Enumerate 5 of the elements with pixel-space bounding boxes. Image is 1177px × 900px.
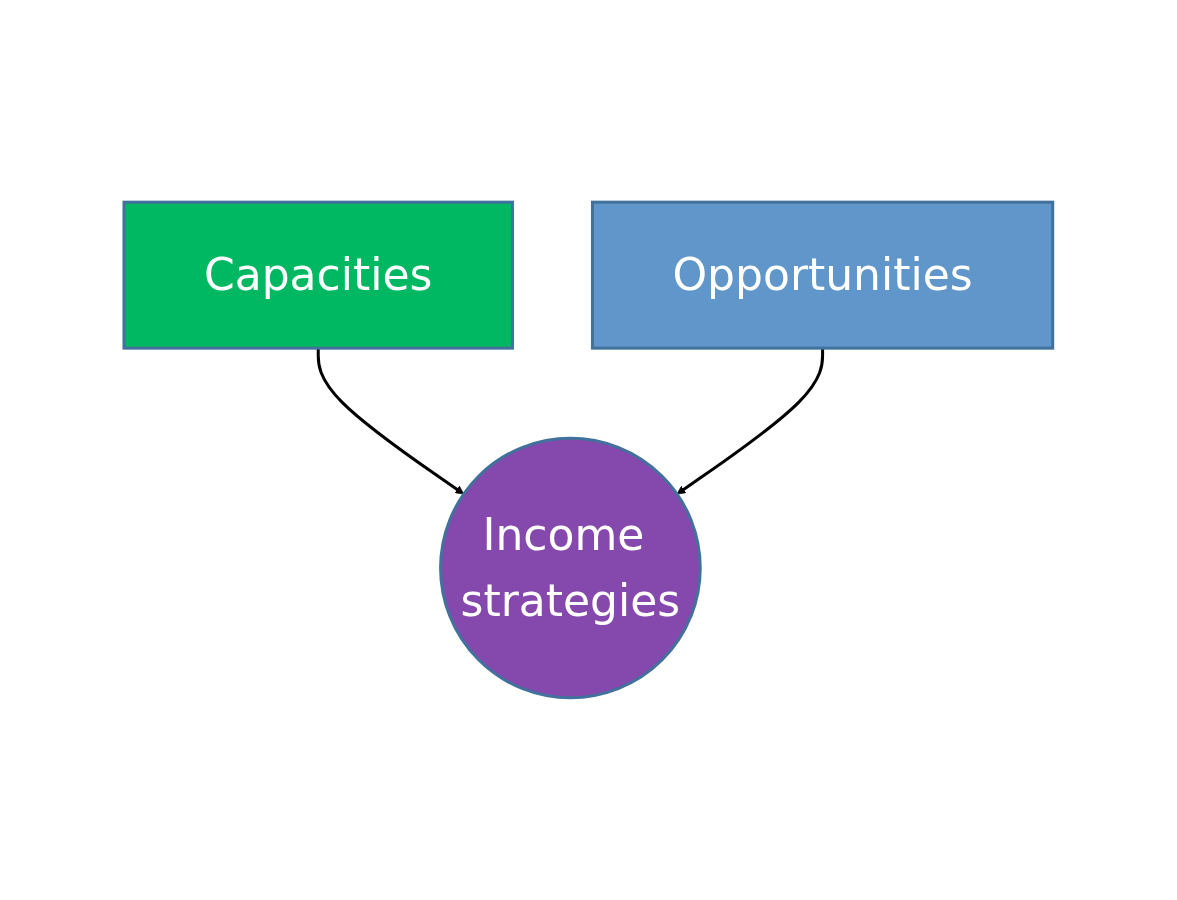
node-circle: Income strategies	[439, 436, 702, 700]
arrow	[316, 348, 465, 495]
node-box: Opportunities	[591, 200, 1055, 350]
node-box: Capacities	[122, 200, 515, 350]
arrow	[676, 348, 825, 495]
